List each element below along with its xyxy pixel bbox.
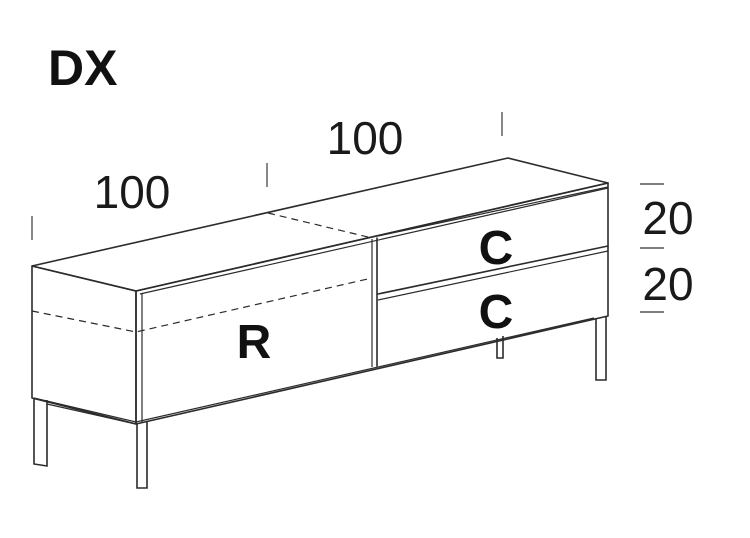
height-top-label: 20	[642, 192, 693, 244]
width-left-label: 100	[94, 166, 171, 218]
drawer-top-edge	[377, 186, 609, 237]
hidden-line-middle	[31, 277, 373, 333]
top-edge	[139, 187, 609, 295]
cabinet-front	[135, 182, 609, 425]
leg-front-left	[33, 398, 48, 467]
hidden-line-top	[267, 212, 373, 239]
diagram-title: DX	[48, 40, 117, 96]
drawer-top-label: C	[479, 222, 514, 275]
drawer-bottom-label: C	[479, 286, 514, 339]
leg-front-middle	[136, 422, 148, 489]
width-right-label: 100	[327, 112, 404, 164]
door-label: R	[237, 316, 272, 369]
legs	[33, 316, 607, 489]
drawer-separator-inner	[377, 250, 609, 301]
leg-front-right	[595, 316, 607, 381]
height-bottom-label: 20	[642, 258, 693, 310]
cabinet-body	[31, 157, 609, 425]
drawer-separator	[377, 245, 609, 295]
